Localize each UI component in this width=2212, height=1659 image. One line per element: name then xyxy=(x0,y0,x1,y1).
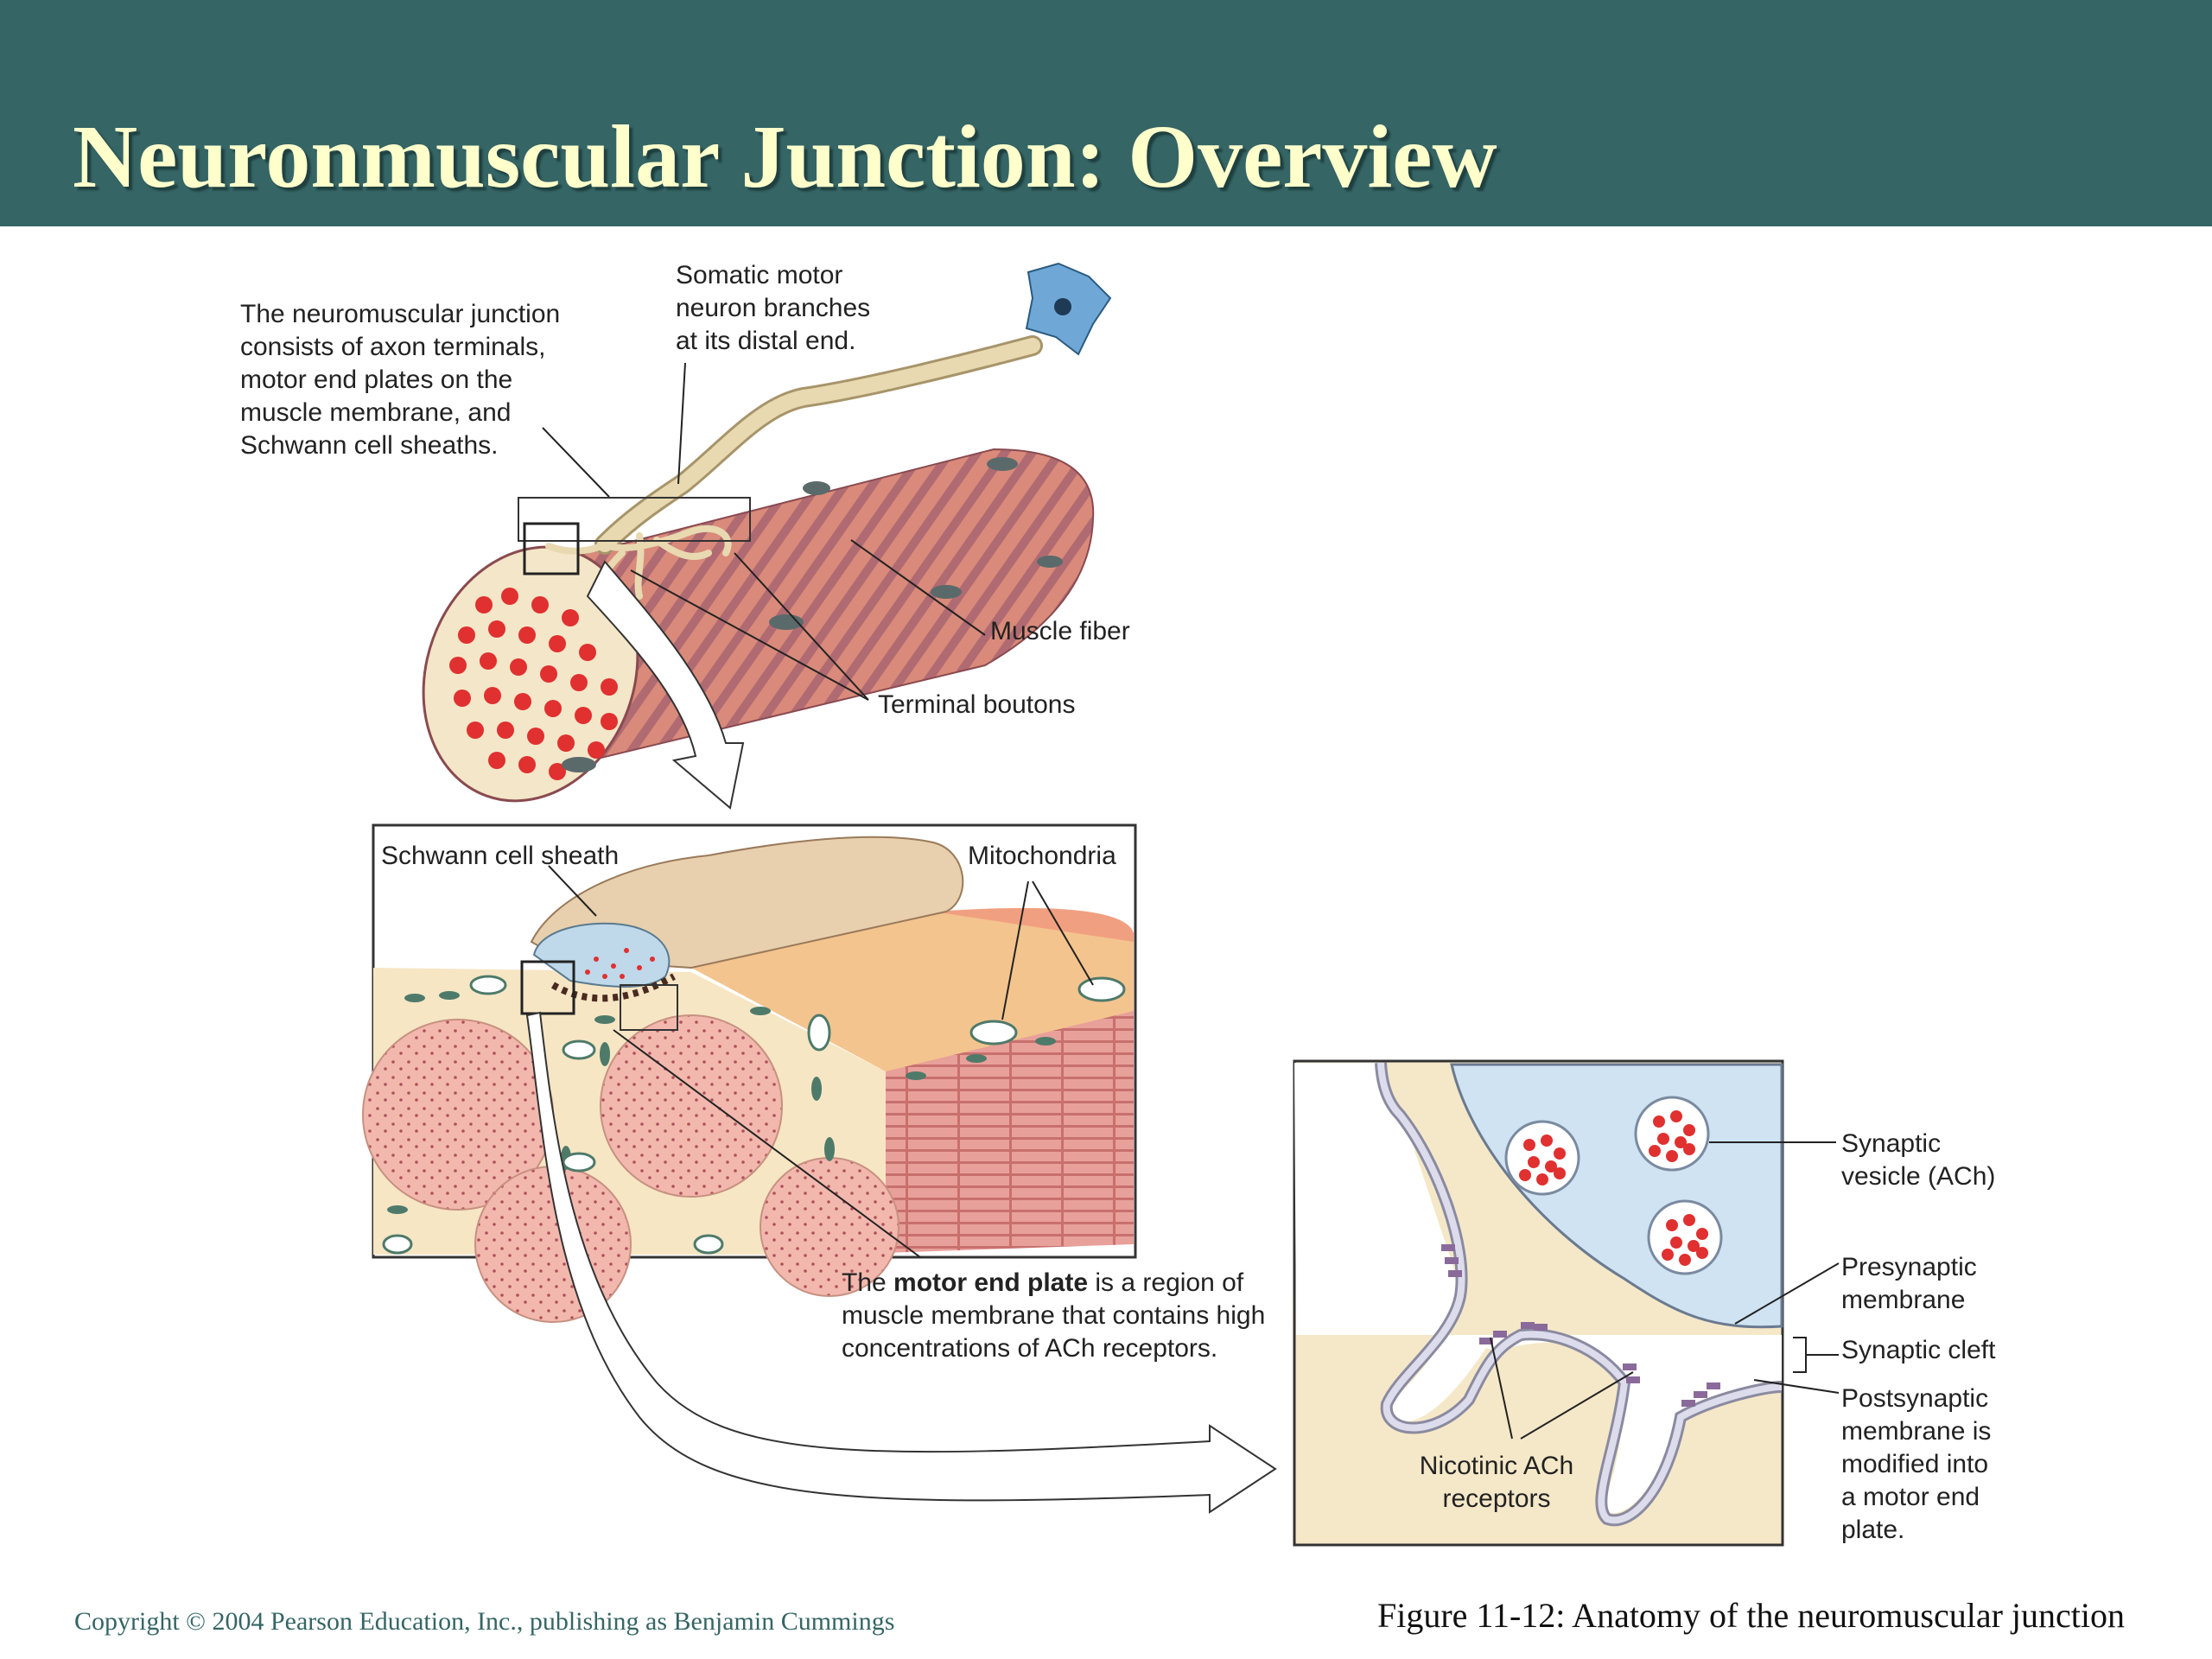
figure-caption: Figure 11-12: Anatomy of the neuromuscul… xyxy=(1377,1596,2126,1635)
title-bar xyxy=(0,0,2212,226)
synaptic-vesicle-label: Synaptic vesicle (ACh) xyxy=(1841,1129,1996,1191)
somatic-motor-label: Somatic motor neuron branches at its dis… xyxy=(676,261,871,355)
copyright-text: Copyright © 2004 Pearson Education, Inc.… xyxy=(74,1607,895,1636)
terminal-boutons-label: Terminal boutons xyxy=(878,690,1076,719)
synapse-inset xyxy=(1293,1059,1784,1547)
page-title: Neuronmuscular Junction: Overview xyxy=(73,107,1497,207)
muscle-fiber-label: Muscle fiber xyxy=(990,617,1130,645)
intro-label: The neuromuscular junction consists of a… xyxy=(240,300,561,460)
myofibril-dots xyxy=(449,588,618,780)
mitochondria-label: Mitochondria xyxy=(968,842,1116,870)
presynaptic-label: Presynaptic membrane xyxy=(1841,1253,1977,1314)
motor-end-plate-label: The motor end plate is a region of muscl… xyxy=(842,1268,1266,1363)
motor-neuron xyxy=(545,262,1112,600)
synaptic-cleft-label: Synaptic cleft xyxy=(1841,1336,1996,1364)
postsynaptic-label: Postsynaptic membrane is modified into a… xyxy=(1841,1384,1992,1544)
muscle-fiber-illustration xyxy=(422,448,1095,803)
synaptic-vesicles xyxy=(1504,1096,1723,1275)
nicotinic-receptors-label: Nicotinic ACh receptors xyxy=(1419,1452,1574,1513)
schwann-sheath-label: Schwann cell sheath xyxy=(381,842,620,870)
end-plate-section xyxy=(362,823,1137,1323)
